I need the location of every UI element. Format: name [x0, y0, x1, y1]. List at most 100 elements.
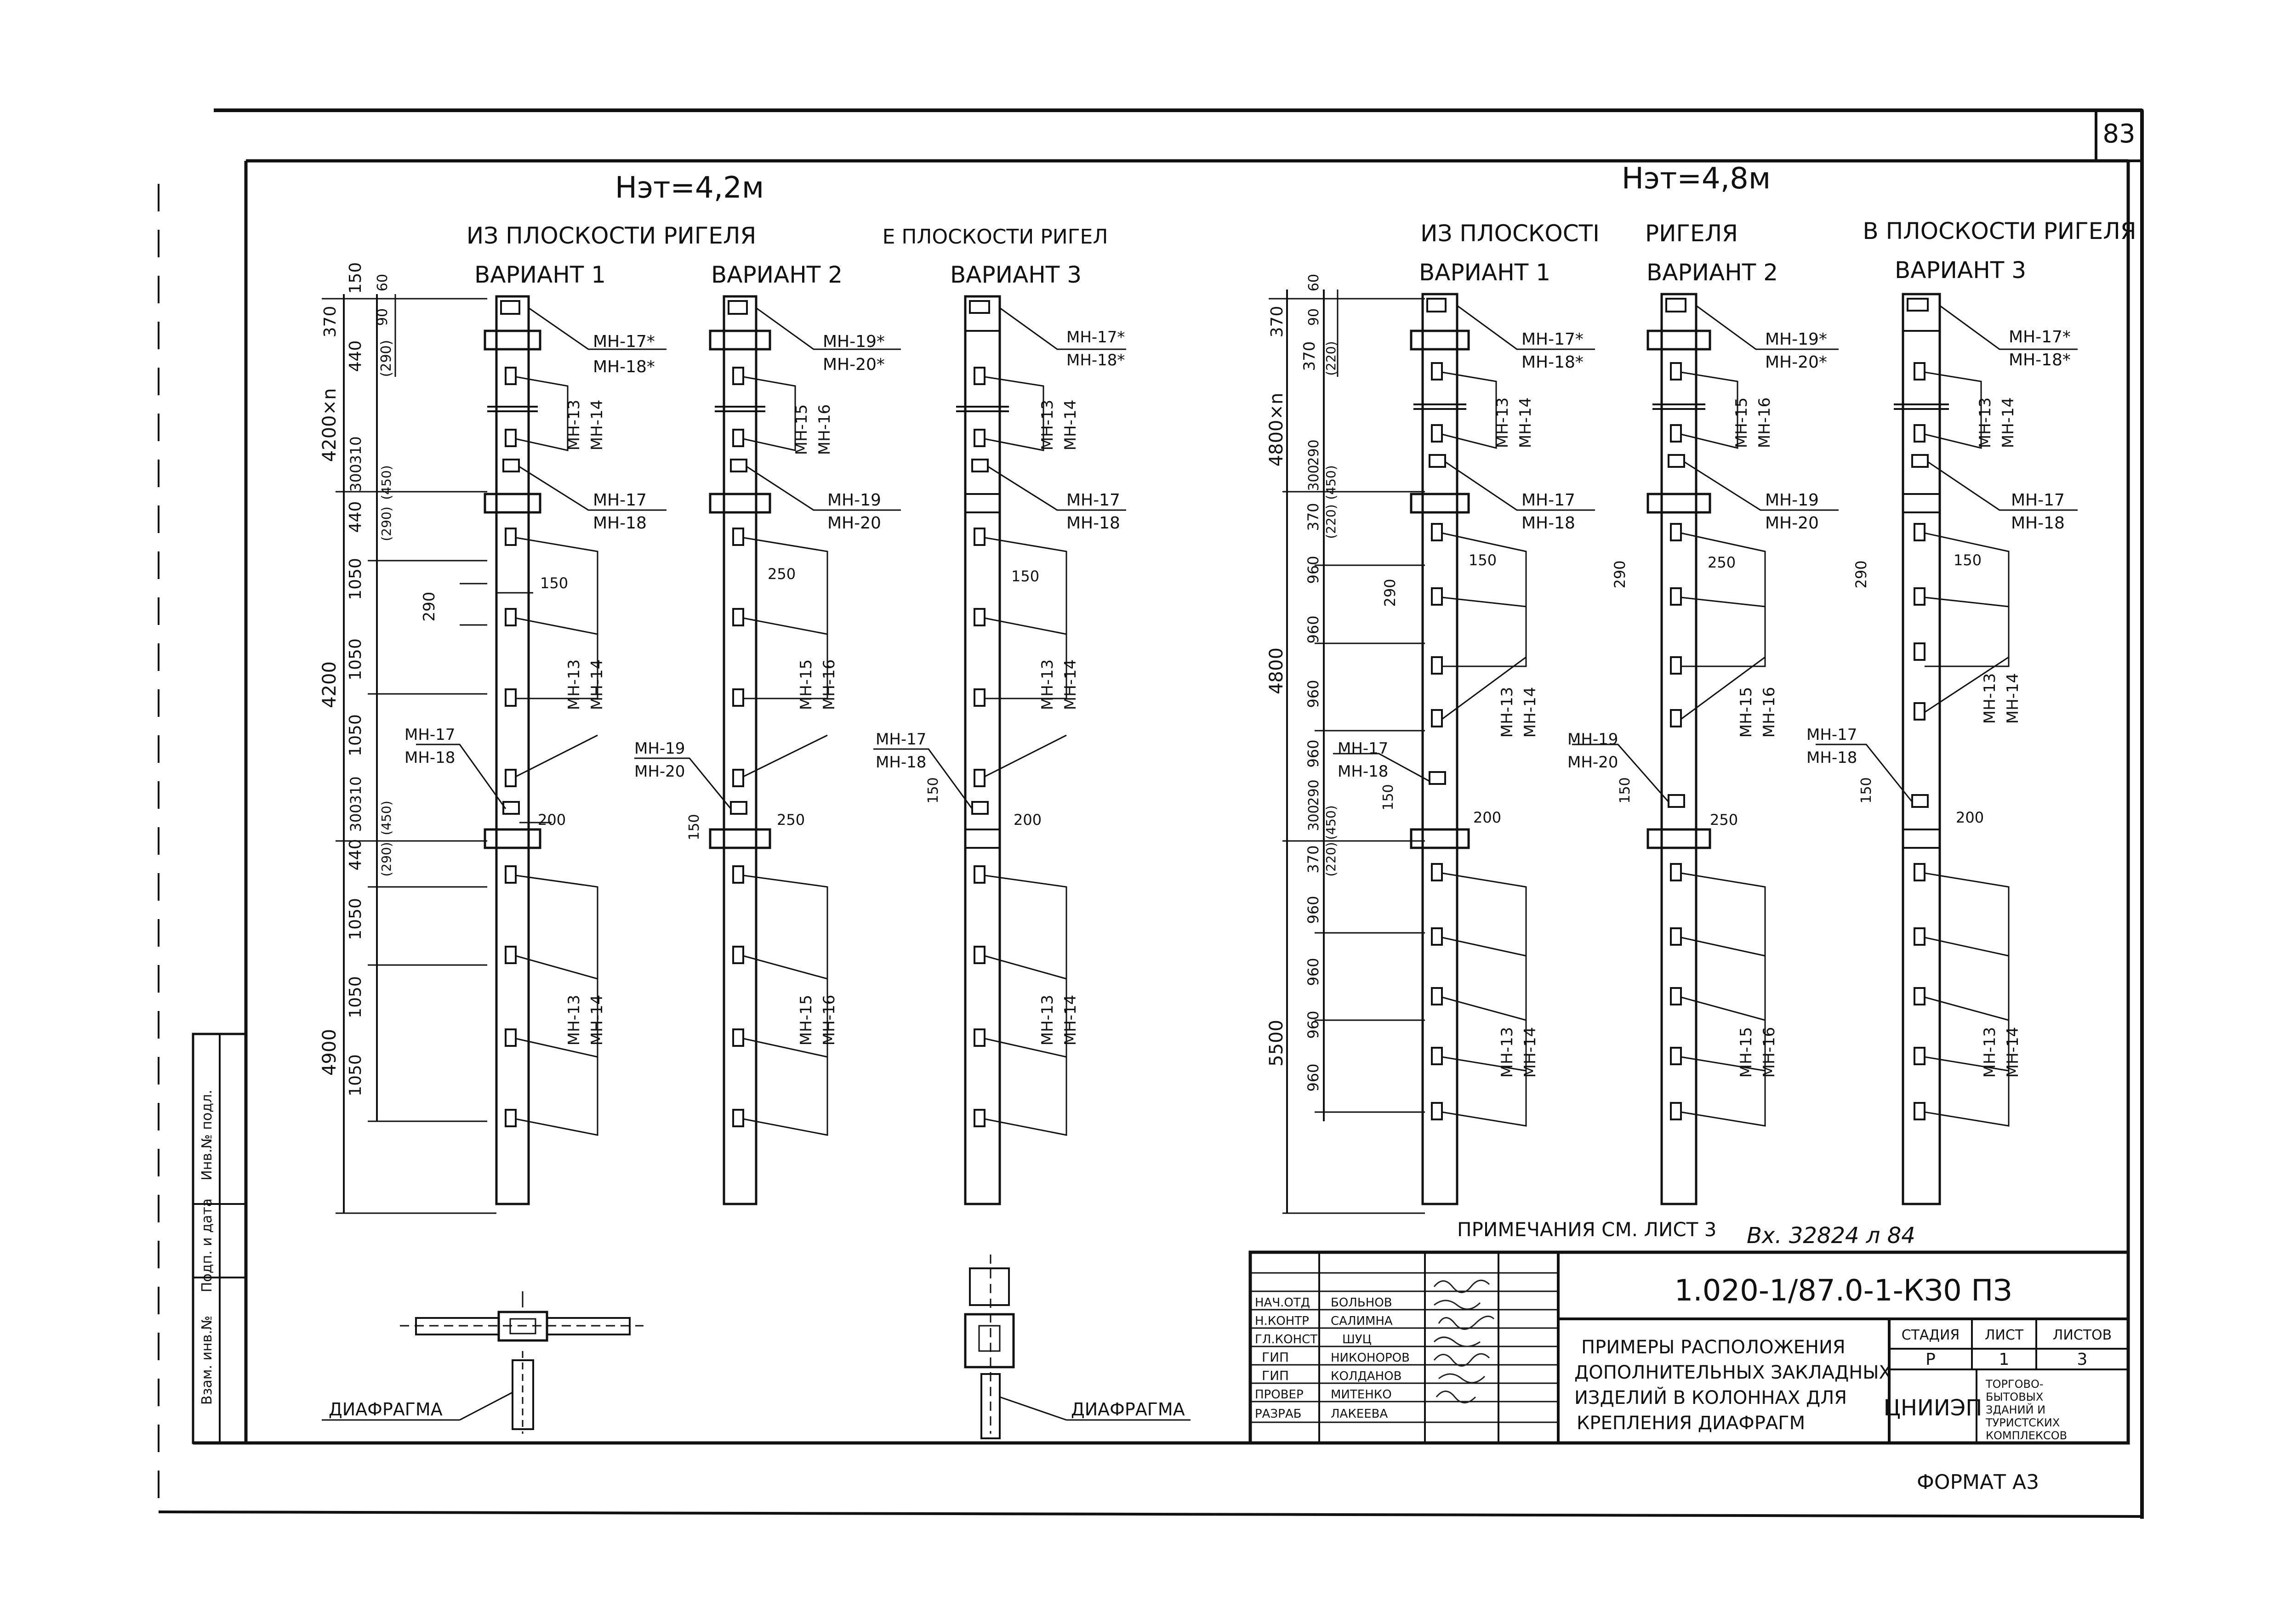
- dim-r-2: 370: [1268, 306, 1287, 338]
- right-dimension-chain: 60 370 90 370 (220) 4800×n 290 300 (450)…: [1266, 274, 1425, 1214]
- lbl-l2-mn16a: МН-16: [815, 404, 834, 455]
- lbl-r1-mn14a: МН-14: [1516, 397, 1535, 448]
- dim-r-12: 960: [1305, 556, 1322, 584]
- lbl-r2-mn15c: МН-15: [1737, 1027, 1755, 1078]
- left-variant-2: ВАРИАНТ 2: [711, 261, 843, 288]
- lbl-r1-mn17c: МН-17: [1338, 739, 1388, 758]
- dim-r-17: 290: [1306, 779, 1322, 806]
- left-out-of-plane: ИЗ ПЛОСКОСТИ РИГЕЛЯ: [467, 222, 756, 249]
- lbl-l1-mn14b: МН-14: [588, 659, 606, 710]
- lbl-l3-mn17b: МН-17: [1066, 491, 1120, 510]
- format-label: ФОРМАТ А3: [1917, 1471, 2039, 1494]
- lbl-r3-mn17: МН-17*: [2009, 328, 2071, 346]
- left-height-label: Нэт=4,2м: [615, 171, 764, 205]
- dim-r-5: (220): [1323, 341, 1339, 375]
- lbl-l3-mn13a: МН-13: [1038, 400, 1057, 450]
- role-1: НАЧ.ОТД: [1255, 1296, 1310, 1310]
- left-variant-1: ВАРИАНТ 1: [474, 261, 606, 288]
- name-2: САЛИМНА: [1331, 1314, 1393, 1328]
- lbl-l2-mn19b: МН-19: [827, 491, 881, 510]
- stamp-label-2: Подп. и дата: [199, 1198, 215, 1292]
- dim-r-14: 4800: [1266, 647, 1287, 694]
- lbl-l2-mn15c: МН-15: [797, 995, 815, 1045]
- sd-r-4: 250: [1708, 554, 1736, 571]
- dim-l-20: 440: [346, 839, 365, 871]
- dim-r-20: 370: [1305, 845, 1322, 873]
- diaphragm-detail-right: ДИАФРАГМА: [964, 1255, 1191, 1439]
- right-in-plane: В ПЛОСКОСТИ РИГЕЛЯ: [1863, 218, 2136, 244]
- side-stamp: Инв.№ подл. Подп. и дата Взам. инв.№: [192, 1033, 247, 1444]
- lbl-r3-mn17b: МН-17: [2011, 491, 2065, 510]
- small-dimensions: 290 150 250 150 200 250 200 150 150 290 …: [420, 551, 1984, 840]
- dim-r-26: 960: [1305, 1063, 1322, 1091]
- stage-head: СТАДИЯ: [1902, 1327, 1960, 1343]
- sheet-frame: 83: [158, 108, 2144, 1519]
- dim-r-13: 960: [1305, 615, 1322, 643]
- lbl-r1-mn13a: МН-13: [1493, 397, 1512, 448]
- title-line-3: ИЗДЕЛИЙ В КОЛОННАХ ДЛЯ: [1574, 1386, 1847, 1408]
- lbl-l1-mn17b: МН-17: [593, 491, 647, 510]
- lbl-r2-mn15b: МН-15: [1737, 687, 1755, 738]
- column-right-v2: [1646, 293, 1711, 1205]
- sd-r-9: 200: [1956, 809, 1984, 826]
- dim-l-25: 1050: [346, 1054, 365, 1096]
- dim-l-7: 4200×n: [319, 388, 340, 462]
- lbl-l3-mn14a: МН-14: [1061, 400, 1080, 450]
- sd-r-7: 200: [1473, 809, 1501, 826]
- dim-l-14: 1050: [346, 638, 365, 681]
- lbl-l1-mn13c: МН-13: [565, 995, 583, 1045]
- lbl-r2-mn20b: МН-20: [1765, 514, 1819, 533]
- org-name: ЦНИИЭП: [1884, 1395, 1982, 1421]
- sd-r-1: 290: [1381, 579, 1399, 607]
- lbl-l3-mn13c: МН-13: [1038, 995, 1057, 1045]
- lbl-l3-mn13b: МН-13: [1038, 659, 1057, 710]
- sd-r-10: 150: [1380, 784, 1396, 810]
- columns: [484, 293, 1949, 1205]
- dim-l-3: 370: [321, 306, 340, 338]
- lbl-r2-mn20c: МН-20: [1567, 753, 1618, 772]
- sd-r-12: 150: [1858, 777, 1874, 803]
- name-5: КОЛДАНОВ: [1331, 1369, 1401, 1383]
- sd-l-4: 150: [1011, 568, 1039, 585]
- lbl-r3-mn13b: МН-13: [1981, 673, 1999, 724]
- title-line-2: ДОПОЛНИТЕЛЬНЫХ ЗАКЛАДНЫХ: [1574, 1362, 1891, 1383]
- name-6: МИТЕНКО: [1331, 1388, 1392, 1402]
- signatures: [1433, 1279, 1495, 1403]
- lbl-r2-mn19c: МН-19: [1567, 730, 1618, 749]
- left-dimension-chain: 150 60 370 90 440 (290) 4200×n 310 300 (…: [319, 262, 496, 1214]
- lbl-l2-mn16b: МН-16: [820, 659, 838, 710]
- lbl-r3-mn18b: МН-18: [2011, 514, 2065, 533]
- page-number: 83: [2102, 119, 2135, 149]
- org-desc-5: КОМПЛЕКСОВ: [1986, 1429, 2067, 1442]
- dim-l-9: 300: [347, 464, 365, 492]
- title-block: 1.020-1/87.0-1-КЗ0 ПЗ ПРИМЕРЫ РАСПОЛОЖЕН…: [1248, 1250, 2130, 1445]
- lbl-l2-mn20c: МН-20: [634, 762, 685, 781]
- lbl-l1-mn17: МН-17*: [593, 332, 655, 351]
- lbl-l3-mn18b: МН-18: [1066, 514, 1120, 533]
- lbl-l1-mn14a: МН-14: [588, 400, 606, 450]
- dim-l-18: 300: [347, 804, 365, 832]
- role-5: ГИП: [1262, 1368, 1289, 1383]
- dim-l-24: 4900: [319, 1029, 340, 1076]
- left-variant-3: ВАРИАНТ 3: [950, 261, 1082, 288]
- sheets-value: 3: [2077, 1350, 2088, 1369]
- sd-r-2: 150: [1469, 551, 1497, 569]
- name-3: ШУЦ: [1342, 1333, 1372, 1346]
- dim-r-7: 290: [1306, 439, 1322, 466]
- dim-r-1: 60: [1306, 274, 1322, 291]
- lbl-l3-mn18c: МН-18: [876, 753, 926, 772]
- lbl-r3-mn14a: МН-14: [1999, 397, 2017, 448]
- column-left-v3: [956, 295, 1009, 1205]
- dim-l-5: 440: [346, 341, 365, 372]
- dim-l-8: 310: [347, 436, 365, 464]
- lbl-r1-mn18: МН-18*: [1521, 353, 1584, 372]
- lbl-l1-mn18c: МН-18: [404, 749, 455, 767]
- dim-l-13: 1050: [346, 558, 365, 600]
- stage-value: Р: [1925, 1350, 1936, 1369]
- lbl-r3-mn17c: МН-17: [1806, 726, 1857, 744]
- dim-l-17: 310: [347, 776, 365, 804]
- dim-l-15: 4200: [319, 661, 340, 708]
- diaphragm-detail-left: ДИАФРАГМА: [322, 1291, 644, 1434]
- lbl-l1-mn17c: МН-17: [404, 726, 455, 744]
